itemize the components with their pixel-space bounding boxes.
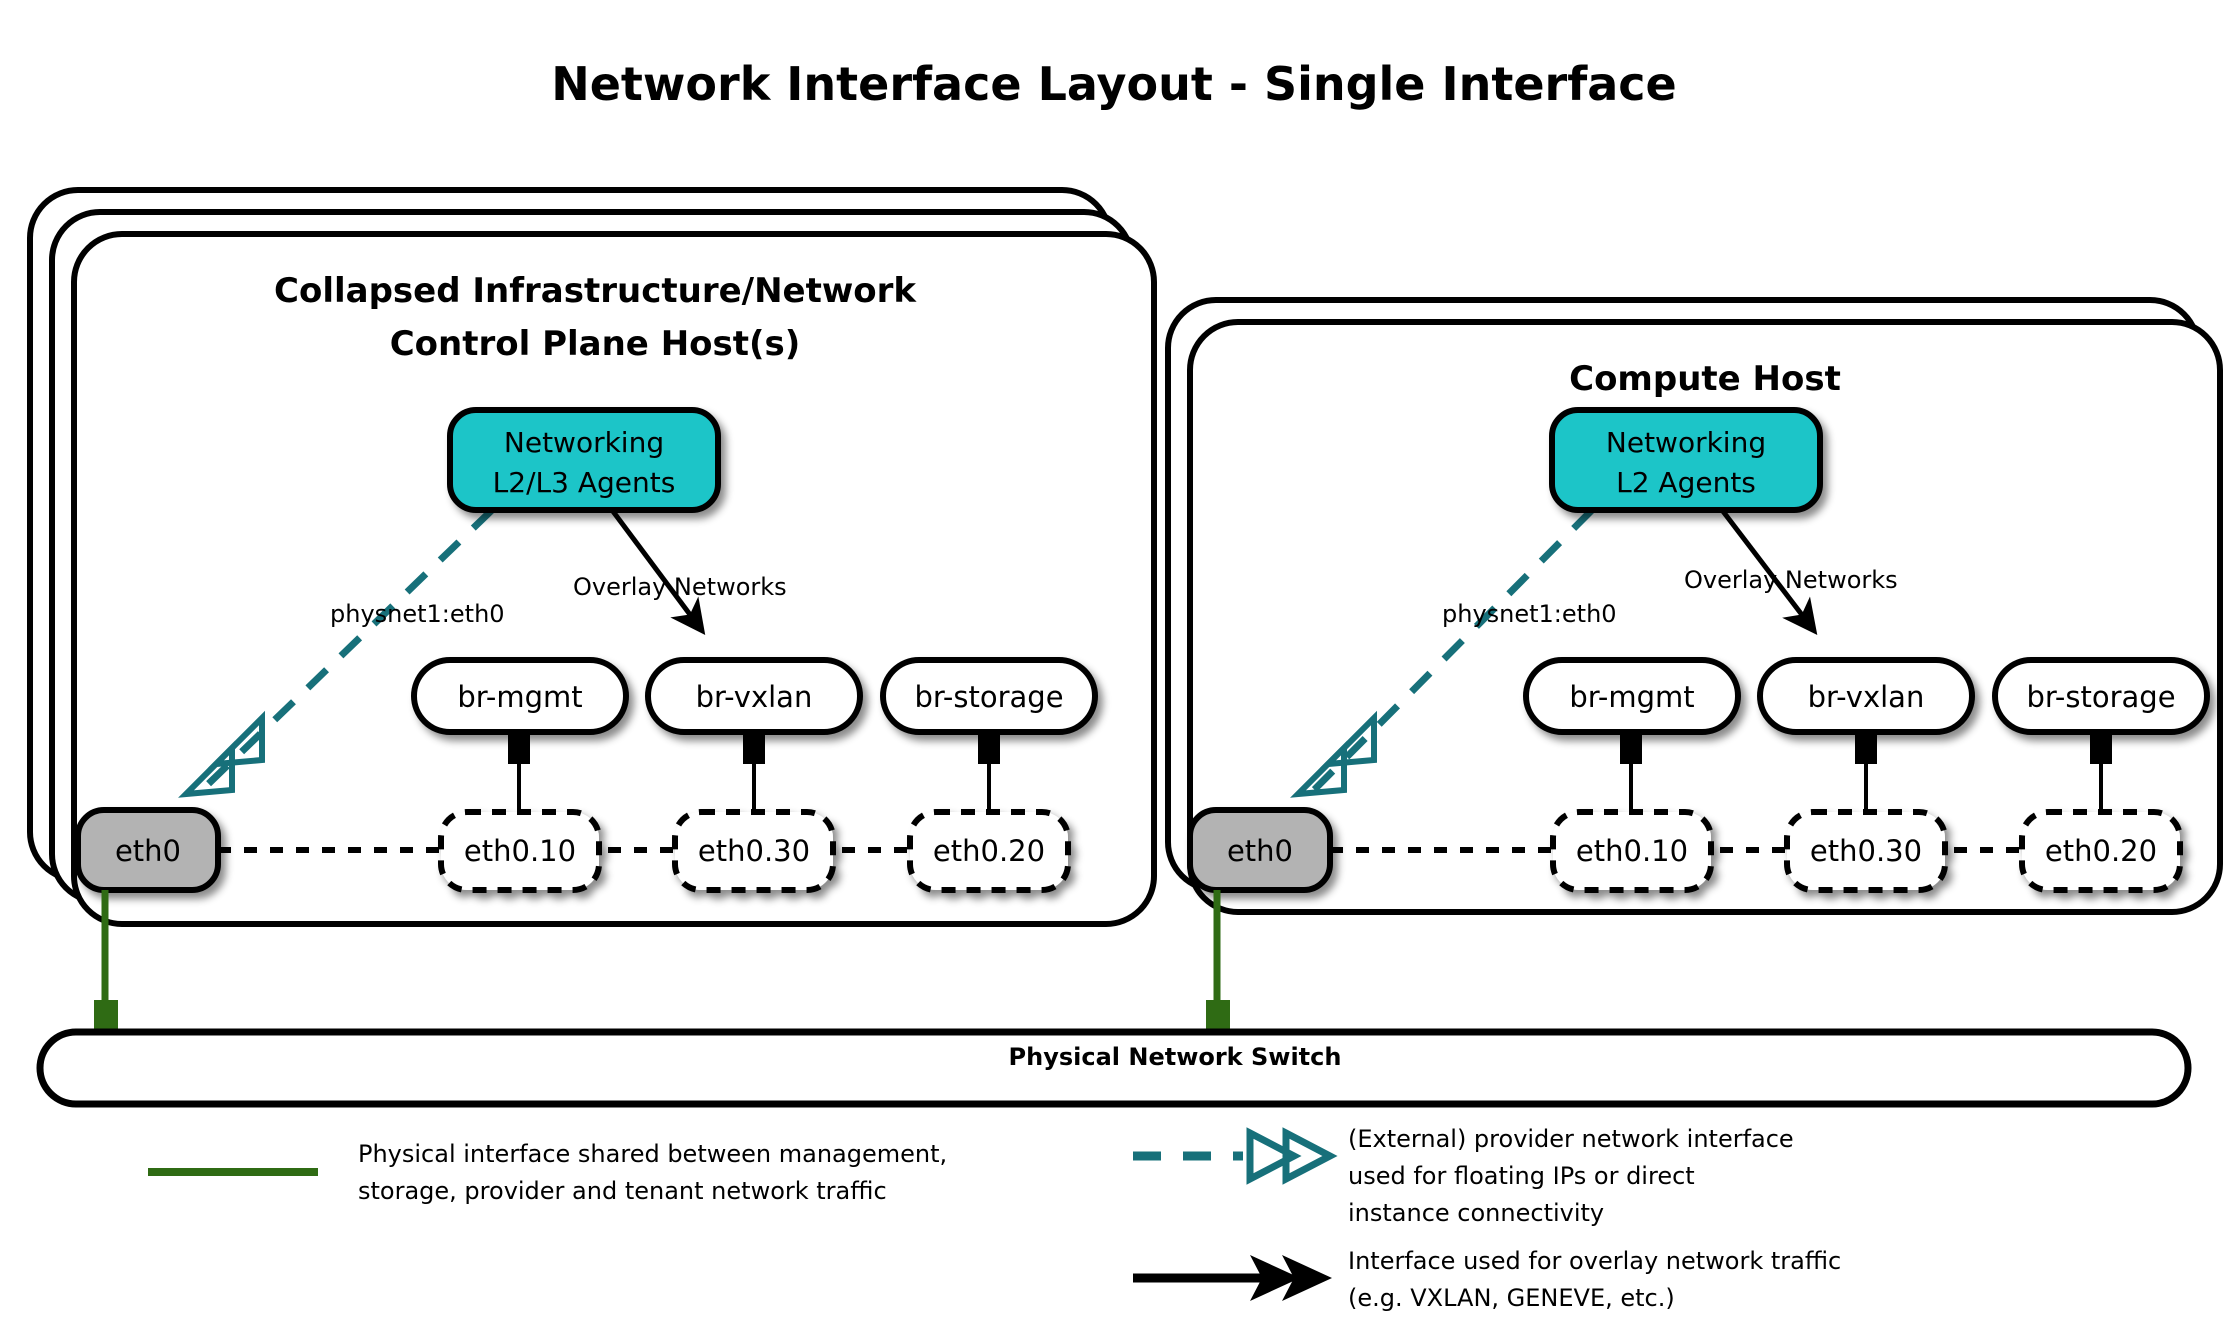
vlan-label-0: eth0.10 [464,834,576,868]
overlay-network-link [1720,508,1818,635]
vlan-box-1[interactable] [672,809,836,893]
vlan-box-2[interactable] [2019,809,2183,893]
vlan-label-0: eth0.10 [1576,834,1688,868]
legend-text-line-0: Physical interface shared between manage… [358,1140,947,1168]
vlan-label-1: eth0.30 [1810,834,1922,868]
overlay-network-link [609,508,706,636]
bridge-box-2[interactable] [880,657,1098,735]
bridge-port-2-icon [2090,730,2112,764]
host-stack-layer-1 [1187,319,2223,915]
vlan-label-1: eth0.30 [698,834,810,868]
provider-link-label: physnet1:eth0 [330,600,505,628]
bridge-label-0: br-mgmt [457,680,582,714]
legend-text-line-0: (External) provider network interface [1348,1125,1794,1153]
physical-interface-box[interactable] [1187,807,1333,893]
legend-item-provider-network: (External) provider network interface us… [1133,1125,1794,1227]
bridge-label-2: br-storage [2026,680,2175,714]
vlan-label-2: eth0.20 [933,834,1045,868]
provider-arrowhead-icon [1290,710,1377,798]
vlan-label-2: eth0.20 [2045,834,2157,868]
switch-label: Physical Network Switch [1009,1043,1342,1071]
overlay-link-label: Overlay Networks [1684,566,1898,594]
legend-text-line-1: used for floating IPs or direct [1348,1162,1695,1190]
legend-text-line-2: instance connectivity [1348,1199,1604,1227]
host-title-line1: Compute Host [1569,359,1841,399]
bridge-port-2-icon [978,730,1000,764]
bridge-port-1-icon [743,730,765,764]
provider-arrowhead-icon [178,710,265,798]
legend-item-physical-interface: Physical interface shared between manage… [148,1140,947,1205]
agent-label-line2: L2/L3 Agents [493,466,676,499]
vlan-box-2[interactable] [907,809,1071,893]
host-compute-host: Compute Host physnet1:eth0 Overlay Netwo… [1165,297,2223,1036]
bridge-label-1: br-vxlan [1808,680,1925,714]
host-title-line1: Collapsed Infrastructure/Network [274,271,917,311]
bridge-label-2: br-storage [914,680,1063,714]
bridge-port-0-icon [1620,730,1642,764]
provider-network-link [1309,507,1595,795]
vlan-box-0[interactable] [1550,809,1714,893]
legend-overlay-arrowhead-icon [1250,1255,1332,1301]
legend: Physical interface shared between manage… [148,1125,1841,1312]
legend-provider-arrowhead-icon [1246,1127,1338,1185]
agent-label-line1: Networking [1606,426,1766,459]
bridge-box-0[interactable] [411,657,629,735]
bridge-box-0[interactable] [1523,657,1741,735]
bridge-box-1[interactable] [1757,657,1975,735]
host-stack-layer-1 [71,231,1157,927]
agent-label-line1: Networking [504,426,664,459]
agent-label-line2: L2 Agents [1616,466,1756,499]
provider-network-link [197,507,495,795]
legend-text-line-1: (e.g. VXLAN, GENEVE, etc.) [1348,1284,1675,1312]
legend-text-line-0: Interface used for overlay network traff… [1348,1247,1841,1275]
overlay-link-label: Overlay Networks [573,573,787,601]
bridge-label-1: br-vxlan [696,680,813,714]
physical-interface-box[interactable] [75,807,221,893]
host-title-line2: Control Plane Host(s) [390,324,801,364]
networking-agents-box[interactable] [1549,407,1823,513]
legend-item-overlay-network: Interface used for overlay network traff… [1133,1247,1841,1312]
bridge-port-1-icon [1855,730,1877,764]
legend-text-line-1: storage, provider and tenant network tra… [358,1177,887,1205]
vlan-box-0[interactable] [438,809,602,893]
bridge-label-0: br-mgmt [1569,680,1694,714]
physical-interface-label: eth0 [1227,834,1293,868]
networking-agents-box[interactable] [447,407,721,513]
provider-link-label: physnet1:eth0 [1442,600,1617,628]
host-control-plane-host: Collapsed Infrastructure/Network Control… [27,187,1157,1036]
bridge-port-0-icon [508,730,530,764]
bridge-box-2[interactable] [1992,657,2210,735]
vlan-box-1[interactable] [1784,809,1948,893]
physical-network-switch[interactable]: Physical Network Switch [36,1028,2192,1108]
page-title: Network Interface Layout - Single Interf… [551,57,1677,111]
bridge-box-1[interactable] [645,657,863,735]
physical-interface-label: eth0 [115,834,181,868]
